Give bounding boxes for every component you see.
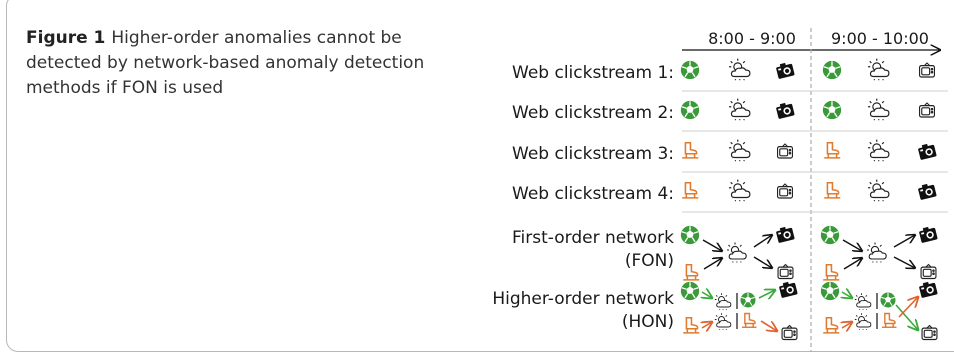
fon-graph-slot-2 [820,225,938,281]
soccer-icon [820,225,840,245]
hon-graph-slot-1 [680,280,798,341]
hon-edge [895,304,918,330]
fon-edge [702,239,722,251]
clickstream-label-3: Web clickstream 3: [512,144,674,164]
camera-icon [917,142,937,161]
skate-icon [881,312,898,328]
fon-edge [703,258,722,270]
camera-icon [917,182,937,201]
skate-icon [822,316,841,334]
soccer-icon [680,100,700,120]
tv-icon [918,102,936,118]
skate-icon [823,181,842,199]
soccer-icon [680,60,700,80]
fon-graph-slot-1 [680,225,795,281]
hon-edge [842,322,852,328]
fon-edge [893,256,915,268]
hon-label-line1: Higher-order network [492,289,674,309]
soccer-icon [822,60,842,80]
tv-icon [776,143,794,159]
soccer-icon [680,225,700,245]
weather-icon [726,241,747,264]
fon-label-line1: First-order network [512,228,674,248]
camera-icon [778,280,798,299]
camera-icon [918,225,938,244]
hon-graph-slot-2 [820,280,938,341]
skate-icon [681,181,700,199]
hon-edge [702,322,712,328]
tv-icon [920,263,937,280]
tv-icon [921,324,938,341]
weather-icon [728,139,751,163]
fon-edge [893,235,915,248]
camera-icon [918,280,938,299]
skate-icon [823,141,842,159]
figure-label: Figure 1 [26,28,106,48]
weather-icon [866,241,887,264]
hon-label-line2: (HON) [622,312,674,332]
soccer-icon [820,281,840,301]
figure-frame [6,0,954,352]
hon-edge [760,320,777,331]
hon-edge [758,290,775,298]
weather-icon [728,179,751,203]
soccer-icon [739,291,757,309]
weather-icon [714,292,732,311]
clickstream-label-1: Web clickstream 1: [512,63,674,83]
hon-edge [842,292,852,298]
weather-icon [867,58,890,82]
soccer-icon [680,281,700,301]
skate-icon [682,263,701,281]
time-slot-label-1: 8:00 - 9:00 [708,29,796,48]
fon-label-line2: (FON) [625,251,674,271]
tv-icon [776,183,794,199]
weather-icon [867,179,890,203]
camera-icon [775,101,795,120]
skate-icon [681,141,700,159]
tv-icon [918,62,936,78]
caption-text: Higher-order anomalies cannot be detecte… [26,28,425,98]
hon-edge [898,297,918,318]
weather-icon [728,58,751,82]
time-slot-label-2: 9:00 - 10:00 [831,29,929,48]
camera-icon [775,61,795,80]
weather-icon [867,98,890,122]
clickstream-label-4: Web clickstream 4: [512,184,674,204]
hon-edge [702,292,712,298]
weather-icon [867,139,890,163]
weather-icon [728,98,751,122]
fon-edge [843,258,862,270]
weather-icon [854,312,872,331]
clickstream-label-2: Web clickstream 2: [512,103,674,123]
soccer-icon [822,100,842,120]
skate-icon [682,316,701,334]
camera-icon [775,225,795,244]
soccer-icon [879,291,897,309]
skate-icon [741,312,758,328]
clickstream-icons [680,58,937,203]
fon-edge [842,239,862,251]
tv-icon [781,324,798,341]
skate-icon [822,263,841,281]
fon-edge [753,256,772,268]
weather-icon [714,312,732,331]
tv-icon [777,263,794,280]
weather-icon [854,292,872,311]
fon-edge [753,235,772,248]
